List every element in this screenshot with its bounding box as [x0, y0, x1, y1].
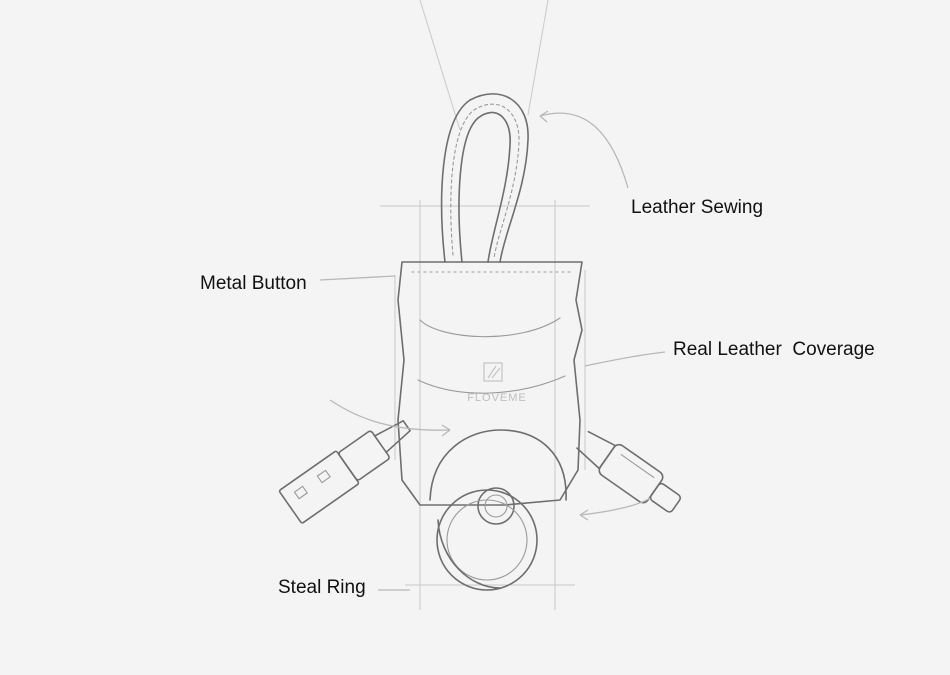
- pouch-flap: [429, 429, 567, 525]
- steel-ring: [436, 489, 538, 591]
- usb-connector: [278, 420, 411, 524]
- cable-arrow: [329, 399, 451, 431]
- coverage-leader: [584, 351, 666, 367]
- ring-arrow: [579, 497, 651, 516]
- label-metal-button: Metal Button: [200, 273, 307, 294]
- annotation-leaders: [319, 110, 666, 591]
- construction-guides: [380, 0, 590, 610]
- label-real-leather-coverage: Real Leather Coverage: [673, 339, 875, 360]
- leather-sewing-arrow: [539, 112, 629, 189]
- leather-pouch: FLOVEME: [397, 261, 583, 506]
- lightning-connector: [576, 430, 682, 513]
- metal-button-shape: [477, 487, 515, 525]
- metal-button-leader: [319, 275, 396, 281]
- leather-loop: [440, 93, 529, 263]
- brand-mark: FLOVEME: [467, 392, 527, 404]
- label-leather-sewing: Leather Sewing: [631, 197, 764, 218]
- label-steal-ring: Steal Ring: [278, 577, 366, 598]
